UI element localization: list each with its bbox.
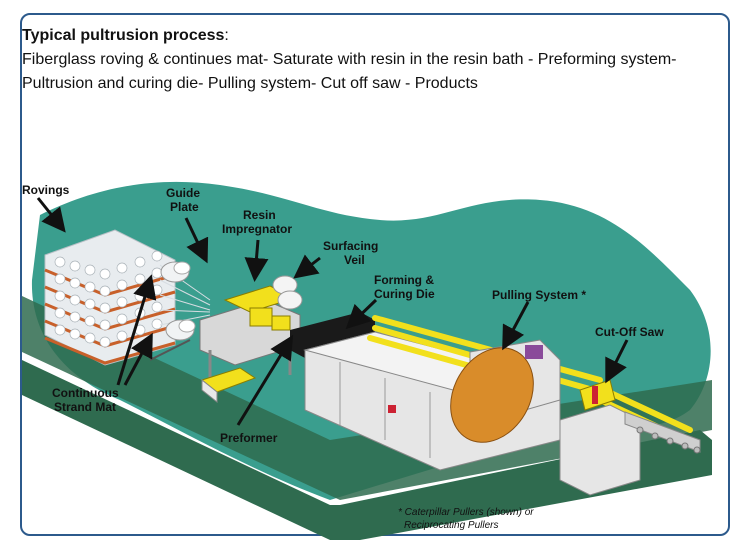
label-strand-mat-line1: Continuous — [52, 386, 119, 400]
floor-top — [22, 296, 712, 500]
label-rovings: Rovings — [22, 183, 70, 197]
label-forming-die-line1: Forming & — [374, 273, 434, 287]
label-surfacing-veil-line2: Veil — [344, 253, 365, 267]
label-resin-impregnator-line1: Resin — [243, 208, 276, 222]
footnote-line2: Reciprocating Pullers — [404, 520, 499, 531]
arrow-strand-mat-lower — [123, 332, 153, 386]
arrow-guide-plate — [184, 217, 209, 264]
label-strand-mat-line2: Strand Mat — [54, 400, 116, 414]
pulling-system — [450, 339, 561, 443]
caption: Typical pultrusion process: Fiberglass r… — [22, 24, 702, 96]
arrow-pulling-system — [502, 301, 530, 351]
arrow-strand-mat-upper — [116, 274, 157, 386]
strand-mat-rolls — [149, 261, 196, 361]
label-pulling-system: Pulling System * — [492, 288, 586, 302]
footnote-line1: * Caterpillar Pullers (shown) or — [398, 507, 534, 518]
label-guide-plate-line2: Plate — [170, 200, 199, 214]
label-guide-plate-line1: Guide — [166, 186, 200, 200]
roving-rack — [44, 229, 176, 366]
arrow-forming-die — [345, 298, 378, 330]
caption-description: Fiberglass roving & continues mat- Satur… — [22, 51, 677, 92]
label-preformer: Preformer — [220, 431, 278, 445]
callout-arrows — [36, 197, 629, 426]
label-cut-off-saw: Cut-Off Saw — [595, 325, 664, 339]
arrow-preformer — [236, 334, 294, 426]
caption-heading: Typical pultrusion process — [22, 27, 225, 44]
caption-heading-colon: : — [224, 27, 229, 44]
arrow-rovings — [36, 197, 66, 233]
label-forming-die-line2: Curing Die — [374, 287, 435, 301]
label-surfacing-veil-line1: Surfacing — [323, 239, 378, 253]
floor — [22, 300, 712, 540]
surfacing-veil-rolls — [272, 275, 303, 310]
arrow-surfacing-veil — [293, 254, 321, 279]
cut-off-saw — [559, 379, 701, 496]
arrow-resin-impregnator — [244, 239, 269, 282]
arrow-cut-off-saw — [605, 339, 629, 384]
label-resin-impregnator-line2: Impregnator — [222, 222, 292, 236]
